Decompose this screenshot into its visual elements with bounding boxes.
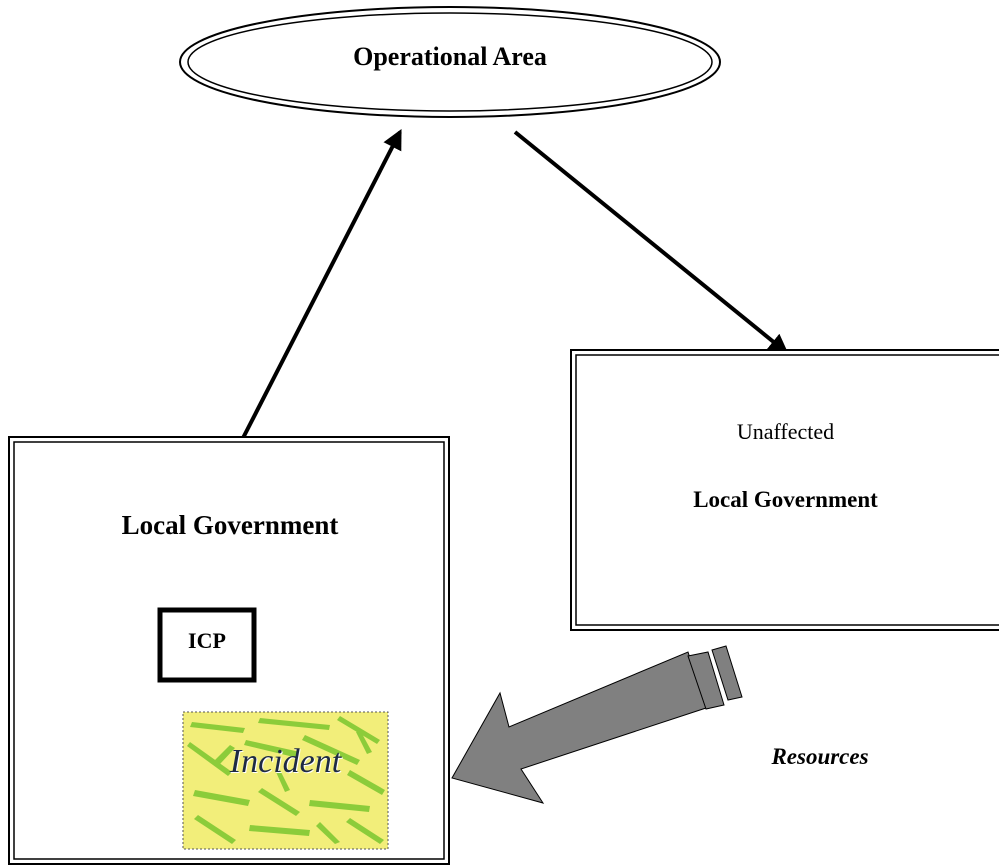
icp-box [157,607,257,683]
unaffected-government-label: Local Government [693,487,878,512]
unaffected-government-box [570,349,999,631]
resources-label: Resources [771,744,869,769]
operational-area-label: Operational Area [353,42,547,71]
operational-area-node [179,6,721,118]
arrow-local-to-operational [241,129,402,439]
incident-label: Incident [229,743,342,780]
icp-label: ICP [188,628,226,653]
local-government-label: Local Government [121,510,339,540]
incident-box [182,711,389,850]
unaffected-label: Unaffected [736,419,835,444]
resources-arrow [451,645,743,804]
arrow-operational-to-unaffected [513,130,789,355]
